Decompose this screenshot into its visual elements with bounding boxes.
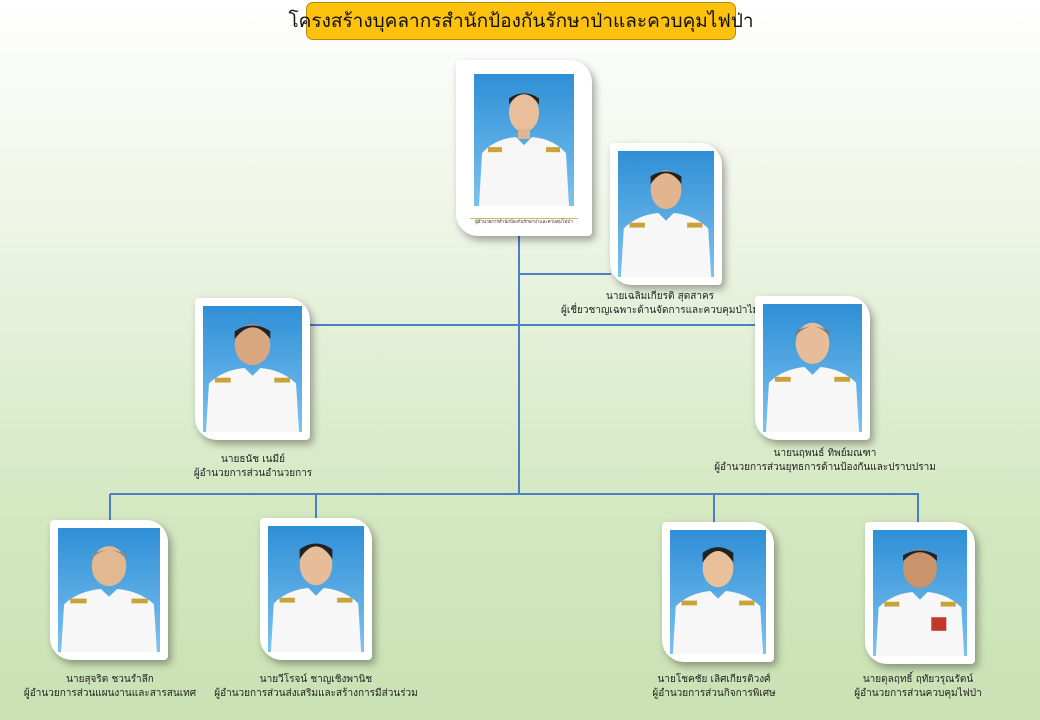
person-position: ผู้อำนวยการส่วนยุทธการด้านป้องกันและปราบ… xyxy=(714,462,936,473)
person-position: ผู้เชี่ยวชาญเฉพาะด้านจัดการและควบคุมป่าไ… xyxy=(560,305,760,316)
connector-drop xyxy=(109,494,111,521)
person-caption: นายวีโรจน์ ชาญเชิงพานิชผู้อำนวยการส่วนส่… xyxy=(214,673,418,701)
director-position: ผู้อำนวยการสำนักป้องกันรักษาป่าและควบคุม… xyxy=(470,218,578,226)
person-position: ผู้อำนวยการส่วนแผนงานและสารสนเทศ xyxy=(23,688,197,699)
person-photo xyxy=(268,526,364,652)
connector-drop xyxy=(315,494,317,520)
person-photo xyxy=(873,530,967,656)
person-position: ผู้อำนวยการส่วนส่งเสริมและสร้างการมีส่วน… xyxy=(214,688,418,699)
person-card xyxy=(260,518,372,660)
person-caption: นายสุจริต ชวนรำลึกผู้อำนวยการส่วนแผนงานแ… xyxy=(24,673,196,701)
person-name: นายเฉลิมเกียรติ สุดสาคร xyxy=(605,291,715,302)
person-position: ผู้อำนวยการส่วนกิจการพิเศษ xyxy=(652,688,776,699)
person-caption: นายดุลฤทธิ์ ฤทัยวรุณรัตน์ผู้อำนวยการส่วน… xyxy=(854,673,981,701)
person-caption: นายนฤพนธ์ ทิพย์มณฑาผู้อำนวยการส่วนยุทธกา… xyxy=(714,447,936,475)
person-caption: นายเฉลิมเกียรติ สุดสาครผู้เชี่ยวชาญเฉพาะ… xyxy=(561,290,759,318)
page-title: โครงสร้างบุคลากรสำนักป้องกันรักษาป่าและค… xyxy=(288,2,754,40)
person-card xyxy=(662,522,774,662)
person-photo xyxy=(618,151,714,277)
director-photo xyxy=(474,74,574,206)
connector-bottom xyxy=(110,493,919,495)
director-card: ผู้อำนวยการสำนักป้องกันรักษาป่าและควบคุม… xyxy=(456,60,592,236)
person-name: นายสุจริต ชวนรำลึก xyxy=(66,674,154,685)
connector-mid xyxy=(310,324,756,326)
person-photo xyxy=(58,528,160,652)
person-photo xyxy=(763,304,862,432)
person-card xyxy=(195,298,310,440)
person-name: นายวีโรจน์ ชาญเชิงพานิช xyxy=(259,674,373,685)
connector-expert xyxy=(519,273,611,275)
person-position: ผู้อำนวยการส่วนควบคุมไฟป่า xyxy=(854,688,982,699)
person-position: ผู้อำนวยการส่วนอำนวยการ xyxy=(193,468,313,479)
person-name: นายนฤพนธ์ ทิพย์มณฑา xyxy=(773,448,877,459)
connector-drop xyxy=(917,494,919,522)
person-card xyxy=(50,520,168,660)
person-card xyxy=(755,296,870,440)
person-caption: นายโชคชัย เลิศเกียรติวงศ์ผู้อำนวยการส่วน… xyxy=(652,673,775,701)
connector-trunk xyxy=(518,236,520,495)
person-caption: นายธนัช เนมีย์ผู้อำนวยการส่วนอำนวยการ xyxy=(194,453,312,481)
person-name: นายดุลฤทธิ์ ฤทัยวรุณรัตน์ xyxy=(862,674,974,685)
person-card xyxy=(610,143,722,285)
person-photo xyxy=(203,306,302,432)
person-name: นายธนัช เนมีย์ xyxy=(221,454,285,465)
person-photo xyxy=(670,530,766,654)
connector-drop xyxy=(713,494,715,522)
person-card xyxy=(865,522,975,664)
person-name: นายโชคชัย เลิศเกียรติวงศ์ xyxy=(657,674,771,685)
